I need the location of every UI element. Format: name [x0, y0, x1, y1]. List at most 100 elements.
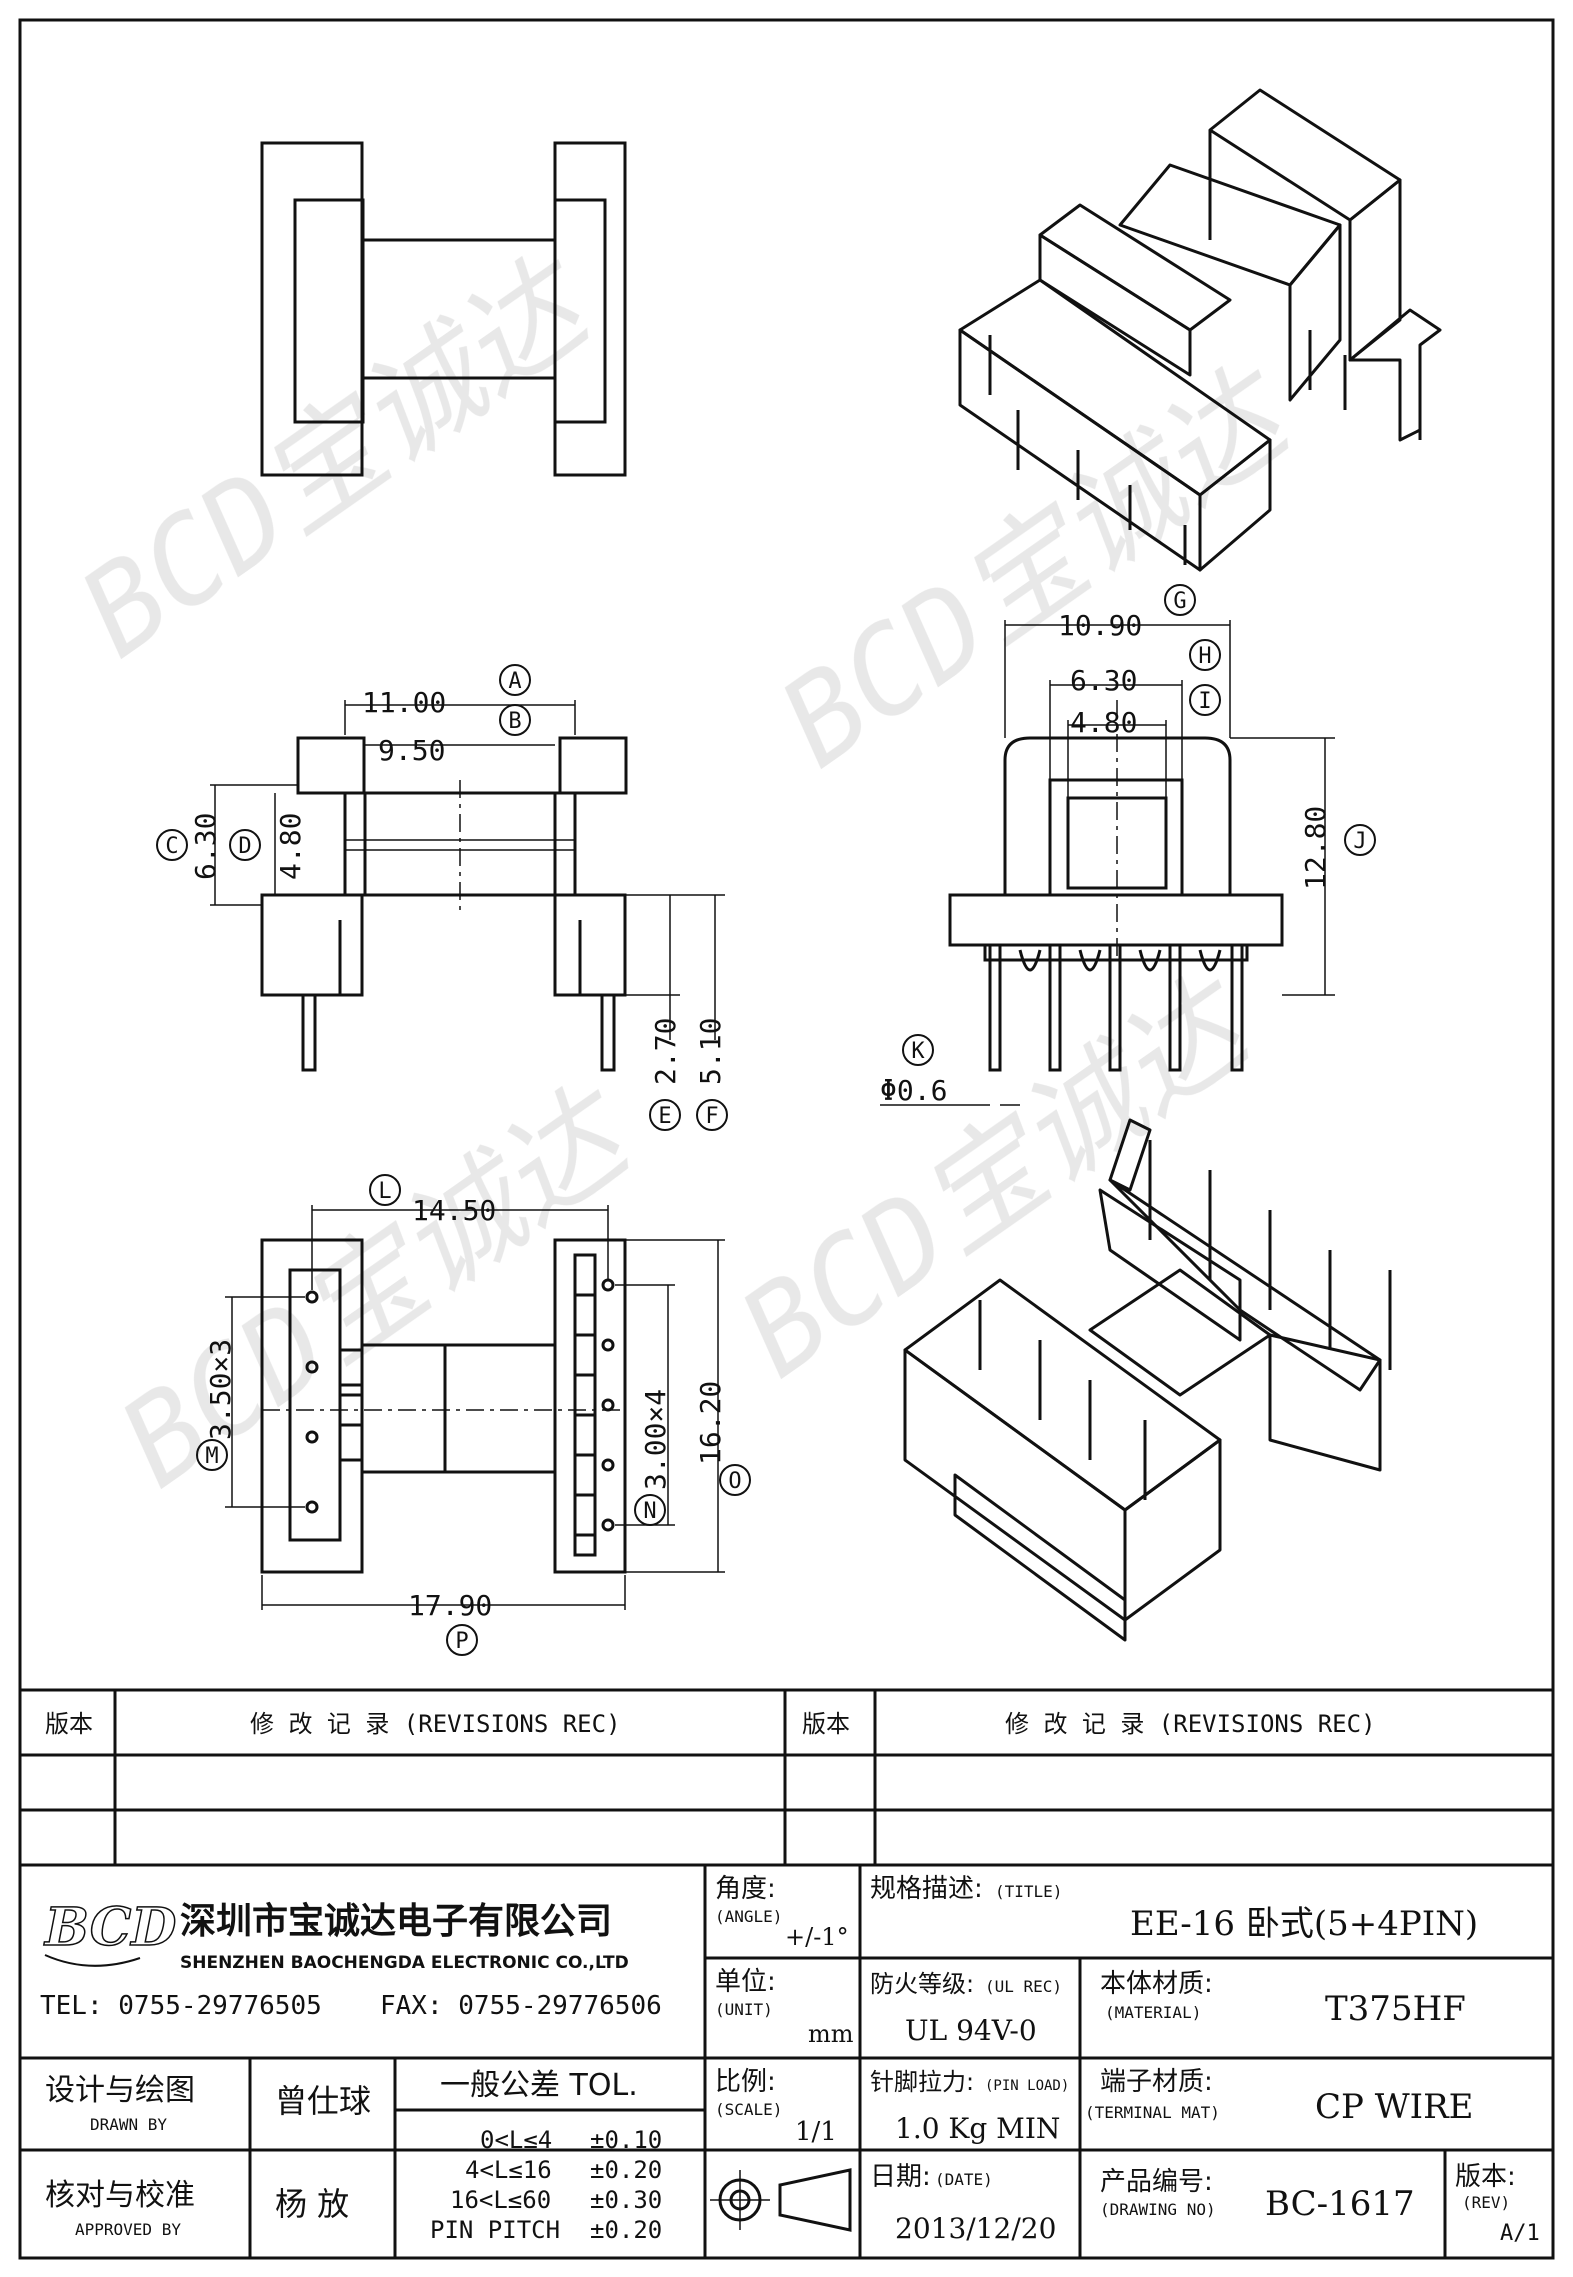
dim-p-text: 17.90 — [408, 1589, 492, 1622]
balloon-n-letter: N — [643, 1499, 656, 1524]
angle-label: 角度: — [715, 1874, 776, 1904]
staff-block: 设计与绘图 DRAWN BY 曾仕球 核对与校准 APPROVED BY 杨 放 — [45, 2073, 371, 2239]
dim-m-text: 3.50×3 — [204, 1339, 237, 1440]
drawn-by-label: 设计与绘图 — [45, 2073, 195, 2108]
balloon-c-letter: C — [165, 834, 178, 859]
pinload-label: 针脚拉力: — [870, 2068, 974, 2096]
scale-label: 比例: — [715, 2067, 776, 2097]
revision-record-label-right: 修 改 记 录 (REVISIONS REC) — [1005, 1710, 1376, 1738]
drawn-by-sub: DRAWN BY — [90, 2115, 167, 2134]
date-label: 日期: — [870, 2162, 931, 2192]
projection-symbol — [710, 2168, 852, 2232]
tolerance-range-3: 16<L≤60 — [450, 2186, 551, 2214]
dim-k-text: Φ0.6 — [880, 1074, 947, 1107]
balloon-g — [1164, 584, 1196, 616]
material-value: T375HF — [1325, 1989, 1466, 2029]
balloon-o — [719, 1464, 751, 1496]
ul-label: 防火等级: — [870, 1970, 974, 1998]
revision-header: 版本 修 改 记 录 (REVISIONS REC) 版本 修 改 记 录 (R… — [45, 1710, 1376, 1738]
drawing-no-sub: (DRAWING NO) — [1100, 2200, 1216, 2219]
approved-by-sub: APPROVED BY — [75, 2220, 181, 2239]
watermark-text-2: BCD宝诚达 — [757, 342, 1320, 794]
company-fax: FAX: 0755-29776506 — [380, 1991, 662, 2021]
rev-value: A/1 — [1500, 2221, 1540, 2246]
company-tel: TEL: 0755-29776505 — [40, 1991, 322, 2021]
tolerance-title: 一般公差 TOL. — [440, 2068, 638, 2103]
dim-l-text: 14.50 — [412, 1194, 496, 1227]
balloon-h — [1189, 639, 1221, 671]
date-sub: (DATE) — [935, 2170, 993, 2189]
front-view — [948, 700, 1284, 1072]
approved-by-label: 核对与校准 — [45, 2178, 195, 2213]
balloon-l-letter: L — [378, 1179, 391, 1204]
balloon-m-letter: M — [205, 1444, 218, 1469]
balloon-i-letter: I — [1198, 689, 1211, 714]
angle-value: +/-1° — [785, 1923, 849, 1951]
scale-value: 1/1 — [795, 2117, 837, 2147]
watermark: BCD宝诚达 BCD宝诚达 BCD宝诚达 BCD宝诚达 — [57, 232, 1320, 1514]
top-view — [260, 141, 627, 477]
terminal-label: 端子材质: — [1100, 2067, 1213, 2097]
balloon-f — [696, 1099, 728, 1131]
tolerance-block: 一般公差 TOL. 0<L≤4 ±0.10 4<L≤16 ±0.20 16<L≤… — [430, 2068, 662, 2244]
drawing-no-value: BC-1617 — [1265, 2184, 1415, 2224]
company-name-en: SHENZHEN BAOCHENGDA ELECTRONIC CO.,LTD — [180, 1953, 629, 1973]
balloon-p-letter: P — [455, 1629, 468, 1654]
balloon-n — [634, 1494, 666, 1526]
isometric-view-1 — [958, 88, 1442, 572]
balloon-a-letter: A — [508, 669, 521, 694]
bottom-view — [260, 1238, 627, 1574]
dim-a-text: 11.00 — [362, 686, 446, 719]
title-label: 规格描述: — [870, 1874, 983, 1904]
dim-g-text: 10.90 — [1058, 609, 1142, 642]
dim-j-text: 12.80 — [1299, 806, 1332, 890]
material-label: 本体材质: — [1100, 1969, 1213, 1999]
title-value: EE-16 卧式(5+4PIN) — [1130, 1904, 1478, 1944]
rev-label: 版本: — [1455, 2162, 1516, 2192]
angle-sub: (ANGLE) — [715, 1907, 782, 1926]
company-block: BCD 深圳市宝诚达电子有限公司 SHENZHEN BAOCHENGDA ELE… — [40, 1896, 662, 2021]
dim-n-text: 3.00×4 — [639, 1389, 672, 1490]
balloon-j — [1344, 824, 1376, 856]
isometric-view-2 — [903, 1118, 1392, 1642]
tolerance-value-2: ±0.20 — [590, 2156, 662, 2184]
balloon-p — [446, 1624, 478, 1656]
company-logo-swoosh — [44, 1954, 141, 1967]
drawing-no-label: 产品编号: — [1100, 2167, 1213, 2197]
terminal-value: CP WIRE — [1315, 2087, 1474, 2127]
unit-value: mm — [808, 2020, 854, 2048]
unit-sub: (UNIT) — [715, 2000, 773, 2019]
title-sub: (TITLE) — [995, 1882, 1062, 1901]
dimension-labels: 11.00 9.50 6.30 4.80 2.70 5.10 10.90 6.3… — [189, 609, 1332, 1622]
drawn-by-value: 曾仕球 — [275, 2082, 371, 2120]
side-view-dimensions — [210, 700, 725, 1040]
watermark-text-4: BCD宝诚达 — [717, 952, 1280, 1404]
revision-version-label-right: 版本 — [802, 1710, 850, 1738]
dim-h-text: 6.30 — [1070, 664, 1137, 697]
balloon-f-letter: F — [705, 1104, 718, 1129]
ul-value: UL 94V-0 — [905, 2014, 1037, 2047]
dim-f-text: 5.10 — [694, 1018, 727, 1085]
balloon-b-letter: B — [508, 709, 521, 734]
sheet-border — [18, 18, 1555, 2260]
title-fields: 角度: (ANGLE) +/-1° 规格描述: (TITLE) EE-16 卧式… — [710, 1874, 1540, 2246]
company-logo: BCD — [43, 1897, 176, 1958]
balloon-g-letter: G — [1173, 589, 1186, 614]
dim-o-text: 16.20 — [694, 1381, 727, 1465]
tolerance-value-4: ±0.20 — [590, 2216, 662, 2244]
terminal-sub: (TERMINAL MAT) — [1085, 2103, 1220, 2122]
balloon-d — [229, 829, 261, 861]
balloon-k — [902, 1034, 934, 1066]
revision-version-label-left: 版本 — [45, 1710, 93, 1738]
dim-i-text: 4.80 — [1070, 706, 1137, 739]
revision-record-label-left: 修 改 记 录 (REVISIONS REC) — [250, 1710, 621, 1738]
tolerance-value-1: ±0.10 — [590, 2126, 662, 2154]
balloon-j-letter: J — [1353, 829, 1366, 854]
material-sub: (MATERIAL) — [1105, 2003, 1201, 2022]
balloon-e-letter: E — [658, 1104, 671, 1129]
dim-c-text: 6.30 — [189, 813, 222, 880]
balloon-i — [1189, 684, 1221, 716]
company-name-cn: 深圳市宝诚达电子有限公司 — [180, 1901, 612, 1942]
balloon-l — [369, 1174, 401, 1206]
